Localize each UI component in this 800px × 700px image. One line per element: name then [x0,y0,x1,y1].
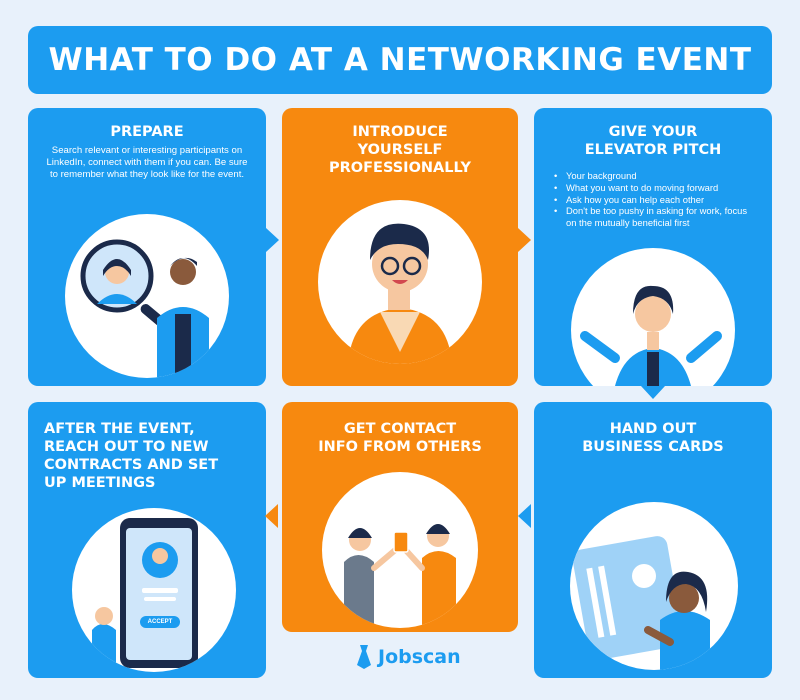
card-after-event: AFTER THE EVENT, REACH OUT TO NEW CONTRA… [28,402,266,678]
jobscan-tie-icon [357,645,371,669]
after-illustration [72,508,236,672]
card-prepare: PREPARE Search relevant or interesting p… [28,108,266,386]
cards-heading: HAND OUT BUSINESS CARDS [582,421,724,455]
phone-handshake-icon [92,518,198,672]
title-banner: WHAT TO DO AT A NETWORKING EVENT [28,26,772,94]
card-contact-info: GET CONTACT INFO FROM OTHERS [282,402,518,632]
pitch-bullet: Your background [554,170,754,182]
page-title: WHAT TO DO AT A NETWORKING EVENT [48,42,752,78]
pitch-bullet: Ask how you can help each other [554,194,754,206]
pitch-bullet: Don't be too pushy in asking for work, f… [554,205,754,229]
smiling-man-icon [348,223,452,364]
after-heading: AFTER THE EVENT, REACH OUT TO NEW CONTRA… [44,421,219,491]
cards-illustration [570,502,738,670]
prepare-heading: PREPARE [110,124,184,140]
introduce-illustration [318,200,482,364]
contact-heading: GET CONTACT INFO FROM OTHERS [318,421,482,455]
arrow-right [266,228,279,252]
business-card-woman-icon [572,536,710,670]
arrow-right [518,228,531,252]
jobscan-logo: Jobscan [356,645,461,669]
arrow-left [518,504,531,528]
brand-name: Jobscan [378,646,461,668]
card-business-cards: HAND OUT BUSINESS CARDS [534,402,772,678]
pitch-bullet: What you want to do moving forward [554,182,754,194]
contact-illustration [322,472,478,628]
card-elevator-pitch: GIVE YOUR ELEVATOR PITCH Your background… [534,108,772,386]
card-introduce: INTRODUCE YOURSELF PROFESSIONALLY [282,108,518,386]
presenting-woman-icon [580,285,722,386]
arrow-left [265,504,278,528]
accept-button[interactable]: ACCEPT [147,619,173,625]
prepare-description: Search relevant or interesting participa… [46,145,248,180]
pitch-heading: GIVE YOUR ELEVATOR PITCH [584,124,722,158]
pitch-illustration [571,248,735,386]
pitch-bullet-list: Your background What you want to do movi… [554,170,754,229]
exchange-card-icon [344,524,456,628]
magnifier-person-icon [80,239,209,378]
arrow-down [641,386,665,399]
prepare-illustration [65,214,229,378]
introduce-heading: INTRODUCE YOURSELF PROFESSIONALLY [329,124,471,176]
